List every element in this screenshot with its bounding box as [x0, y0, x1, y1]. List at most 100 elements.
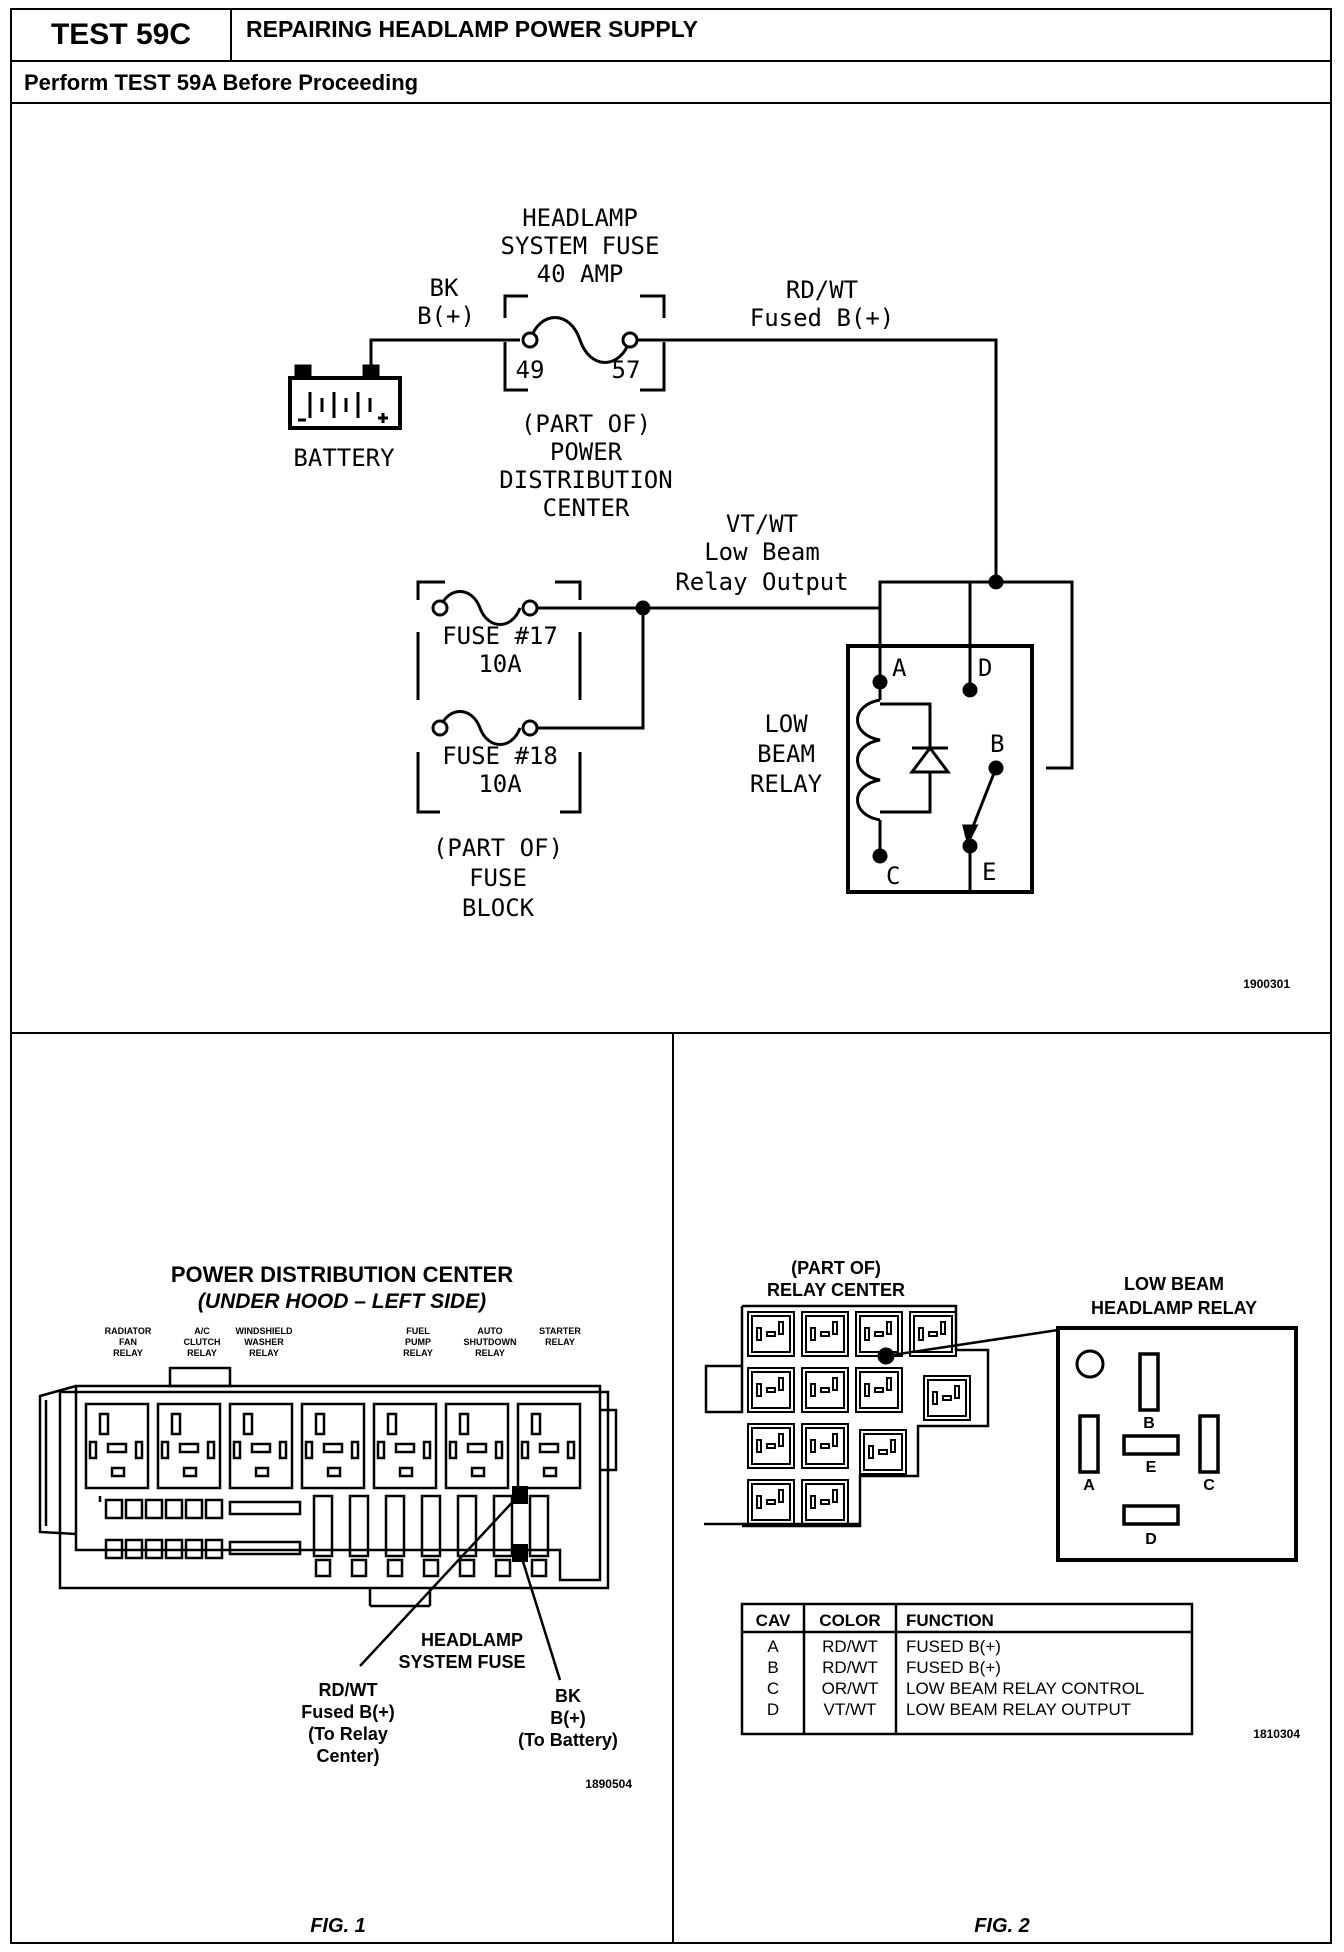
pdc-relay-socket	[156, 1402, 222, 1490]
fuse-40amp	[503, 294, 666, 392]
pdc-relay-socket	[444, 1402, 510, 1490]
relay-center-socket	[747, 1311, 795, 1357]
socket-pin-b: B	[1143, 1415, 1155, 1432]
table-cell-cav: C	[767, 1679, 779, 1698]
pdc-relay-label: RELAY	[475, 1348, 505, 1358]
battery-symbol	[288, 364, 402, 430]
pdc-mini-fuse	[144, 1538, 164, 1560]
pdc-relay-label: RELAY	[187, 1348, 217, 1358]
pdc-relay-label: RELAY	[113, 1348, 143, 1358]
pdc-relay-label: FAN	[119, 1337, 137, 1347]
pdc-relay-socket	[372, 1402, 438, 1490]
pdc-mini-fuse	[164, 1498, 184, 1520]
fig1-title: POWER DISTRIBUTION CENTER	[171, 1262, 513, 1287]
fuse-title-1: HEADLAMP	[522, 204, 638, 232]
pdc-drawing	[38, 1366, 618, 1608]
relay-center-socket	[801, 1423, 849, 1469]
pdc-cartridge-fuse-base	[458, 1558, 476, 1578]
fig1-bk-callout-2: B(+)	[550, 1708, 586, 1728]
pdc-cartridge-fuse-base	[386, 1558, 404, 1578]
pdc-mini-fuse	[124, 1538, 144, 1560]
schematic-ref-number: 1900301	[1243, 977, 1290, 991]
wire-rdwt-to-b	[970, 580, 1074, 770]
relay-label-3: RELAY	[750, 770, 823, 798]
pdc-relay-socket	[516, 1402, 582, 1490]
relay-title-2: HEADLAMP RELAY	[1091, 1298, 1257, 1318]
pdc-maxi-fuse	[228, 1500, 302, 1516]
relay-center-socket	[923, 1375, 971, 1421]
fig1-callouts	[359, 1493, 562, 1681]
terminal-57: 57	[612, 356, 641, 384]
bk-label-2: B(+)	[417, 302, 475, 330]
relay-pin-b: B	[990, 730, 1004, 758]
table-cell-cav: A	[767, 1637, 779, 1656]
relay-center-socket	[909, 1311, 957, 1357]
fig1-caption: FIG. 1	[310, 1915, 366, 1937]
relay-title-1: LOW BEAM	[1124, 1274, 1224, 1294]
fig2-caption: FIG. 2	[974, 1915, 1030, 1937]
table-cell-function: FUSED B(+)	[906, 1658, 1001, 1677]
relay-center-socket	[747, 1423, 795, 1469]
fig2-ref-number: 1810304	[1253, 1727, 1300, 1741]
relay-center-socket	[801, 1311, 849, 1357]
fig1-rdwt-callout-3: (To Relay	[308, 1724, 388, 1744]
fuse18-label-2: 10A	[478, 770, 522, 798]
socket-pin-d: D	[1145, 1531, 1157, 1548]
fig1-bk-callout-3: (To Battery)	[518, 1730, 618, 1750]
pdc-maxi-fuse	[228, 1540, 302, 1556]
table-cell-color: VT/WT	[824, 1700, 877, 1719]
pdc-mini-fuse	[164, 1538, 184, 1560]
pdc-relay-label: CLUTCH	[184, 1337, 221, 1347]
fuse-block-label-1: (PART OF)	[433, 834, 563, 862]
rdwt-label-1: RD/WT	[786, 276, 858, 304]
fuse-title-3: 40 AMP	[537, 260, 624, 288]
relay-pin-e: E	[982, 858, 996, 886]
relay-center-socket	[855, 1311, 903, 1357]
relay-pin-c: C	[886, 862, 900, 890]
fig1-fuse-callout-1: HEADLAMP	[421, 1630, 523, 1650]
table-header-function: FUNCTION	[906, 1611, 994, 1630]
socket-pin-c: C	[1203, 1477, 1215, 1494]
pdc-relay-label: SHUTDOWN	[464, 1337, 517, 1347]
relay-center-socket	[801, 1479, 849, 1525]
panel-divider-vertical	[672, 1032, 674, 1944]
subheader-row	[10, 60, 1332, 104]
pdc-mini-fuse	[104, 1498, 124, 1520]
pdc-label-1: (PART OF)	[521, 410, 651, 438]
relay-label-2: BEAM	[757, 740, 815, 768]
table-cell-color: OR/WT	[822, 1679, 879, 1698]
pdc-cartridge-fuse	[312, 1494, 334, 1558]
fig1-rdwt-callout-2: Fused B(+)	[301, 1702, 395, 1722]
pdc-cartridge-fuse-base	[314, 1558, 332, 1578]
pdc-cartridge-fuse	[420, 1494, 442, 1558]
pdc-mini-fuse	[124, 1498, 144, 1520]
table-cell-cav: B	[767, 1658, 778, 1677]
relay-center-socket	[855, 1367, 903, 1413]
table-cell-color: RD/WT	[822, 1658, 878, 1677]
socket-pin-e: E	[1146, 1459, 1157, 1476]
relay-pin-a: A	[892, 654, 907, 682]
fuse17-label-2: 10A	[478, 650, 522, 678]
vtwt-label-2: Low Beam	[704, 538, 820, 566]
fuse18-label-1: FUSE #18	[442, 742, 558, 770]
vtwt-label-3: Relay Output	[675, 568, 848, 596]
pdc-relay-label: RELAY	[545, 1337, 575, 1347]
fuse-block-label-2: FUSE	[469, 864, 527, 892]
table-header-cav: CAV	[756, 1611, 791, 1630]
pdc-label-4: CENTER	[543, 494, 630, 522]
pdc-cartridge-fuse	[528, 1494, 550, 1558]
relay-center-socket	[801, 1367, 849, 1413]
pdc-relay-label: AUTO	[477, 1326, 502, 1336]
fig1-bk-callout-1: BK	[555, 1686, 581, 1706]
table-cell-function: FUSED B(+)	[906, 1637, 1001, 1656]
fuse17-label-1: FUSE #17	[442, 622, 558, 650]
pdc-mini-fuse	[144, 1498, 164, 1520]
relay-center-socket	[859, 1429, 907, 1475]
pdc-relay-label: RELAY	[403, 1348, 433, 1358]
fuse-block	[416, 580, 582, 814]
pdc-relay-label: WASHER	[244, 1337, 284, 1347]
table-cell-cav: D	[767, 1700, 779, 1719]
wire-vtwt	[536, 582, 882, 610]
pdc-label-3: DISTRIBUTION	[499, 466, 672, 494]
cav-table-grid	[740, 1602, 1194, 1736]
